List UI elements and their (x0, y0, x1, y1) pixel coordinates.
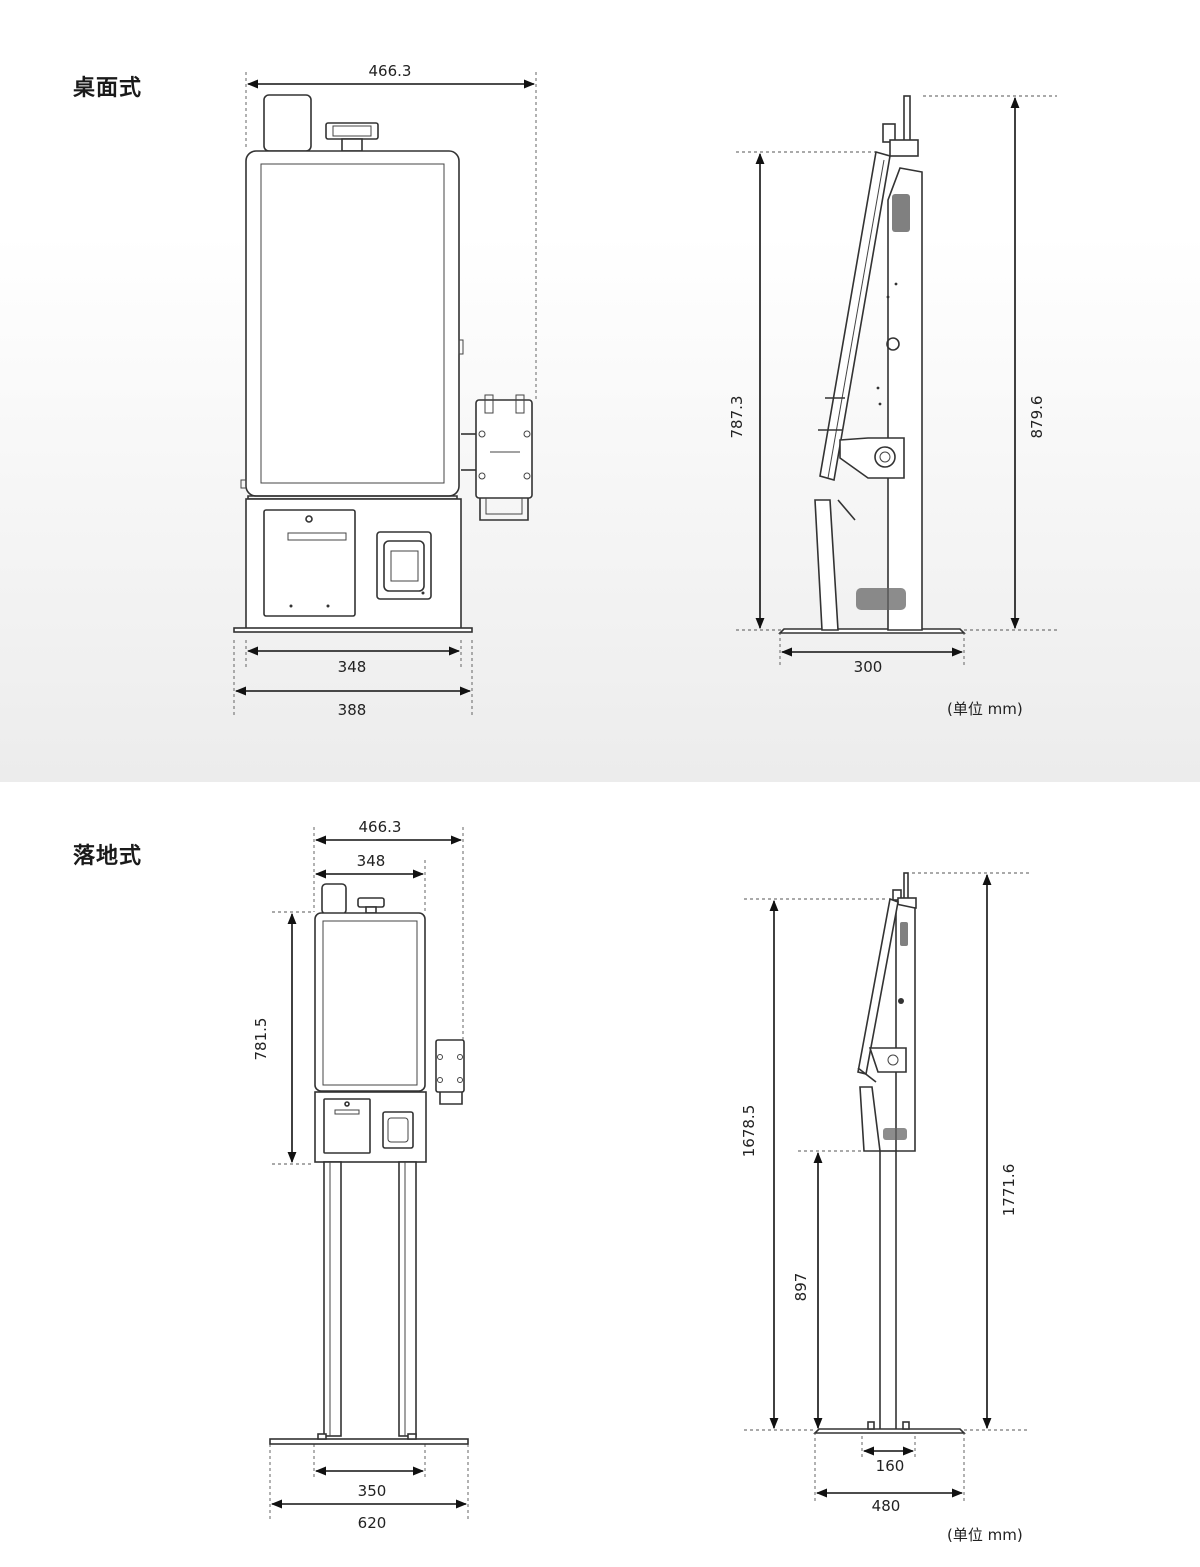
floor-monitor-frame (314, 912, 426, 1092)
desktop-drawing: 466.3 348 388 (233, 62, 1057, 719)
pole-left (323, 1161, 342, 1437)
desktop-title: 桌面式 (73, 76, 143, 101)
desktop-section: 桌面式 (单位 mm) 466.3 348 388 (0, 0, 1200, 782)
desktop-base-plate (233, 627, 473, 633)
speaker-grille-icon (892, 194, 910, 232)
pole-right (398, 1161, 417, 1437)
floor-side-base (813, 1428, 966, 1434)
dim-label-side-base: 480 (872, 1497, 901, 1515)
dim-label-floor-side-height: 1678.5 (740, 1105, 758, 1158)
light-cylinder (263, 94, 312, 152)
floor-section: 落地式 (单位 mm) 466.3 348 781.5 (0, 782, 1200, 1567)
floor-unit-label: (单位 mm) (947, 1526, 1023, 1544)
dim-label-floor-body-width: 348 (357, 852, 386, 870)
dim-label-floor-top-width: 466.3 (359, 818, 402, 836)
floor-screen (322, 920, 418, 1086)
receipt-slot (287, 532, 347, 541)
dim-label-floor-base-width: 620 (358, 1514, 387, 1532)
screen (260, 163, 445, 484)
camera-icon (325, 122, 379, 140)
monitor-frame (245, 150, 460, 497)
dim-label-floor-total-height: 1771.6 (1000, 1164, 1018, 1217)
desktop-front-view: 466.3 348 388 (233, 62, 537, 719)
dim-label-side-height: 787.3 (728, 396, 746, 439)
printer-panel (263, 509, 356, 617)
dim-label-stand-height: 897 (792, 1273, 810, 1302)
dim-label-total-height: 879.6 (1028, 396, 1046, 439)
dim-label-base-width: 388 (338, 701, 367, 719)
floor-light-cylinder (321, 883, 347, 915)
dim-label-pole-spacing: 350 (358, 1482, 387, 1500)
floor-base-plate (269, 1438, 469, 1445)
dim-label-top-width: 466.3 (369, 62, 412, 80)
scanner-panel (376, 531, 432, 600)
floor-side-pole (879, 1150, 897, 1432)
floor-front-view: 466.3 348 781.5 350 620 (252, 818, 469, 1532)
floor-drawing: 466.3 348 781.5 350 620 (252, 818, 1029, 1532)
desktop-side-view: 787.3 879.6 300 (728, 95, 1057, 676)
dim-label-side-depth: 300 (854, 658, 883, 676)
bottom-vent-icon (856, 588, 906, 610)
dim-label-pole-width: 160 (876, 1457, 905, 1475)
dim-label-head-height: 781.5 (252, 1018, 270, 1061)
floor-title: 落地式 (73, 844, 143, 869)
card-holder-bracket (461, 394, 533, 521)
dim-label-body-width: 348 (338, 658, 367, 676)
desktop-unit-label: (单位 mm) (947, 700, 1023, 718)
floor-side-view: 1678.5 1771.6 897 160 480 (740, 872, 1029, 1515)
